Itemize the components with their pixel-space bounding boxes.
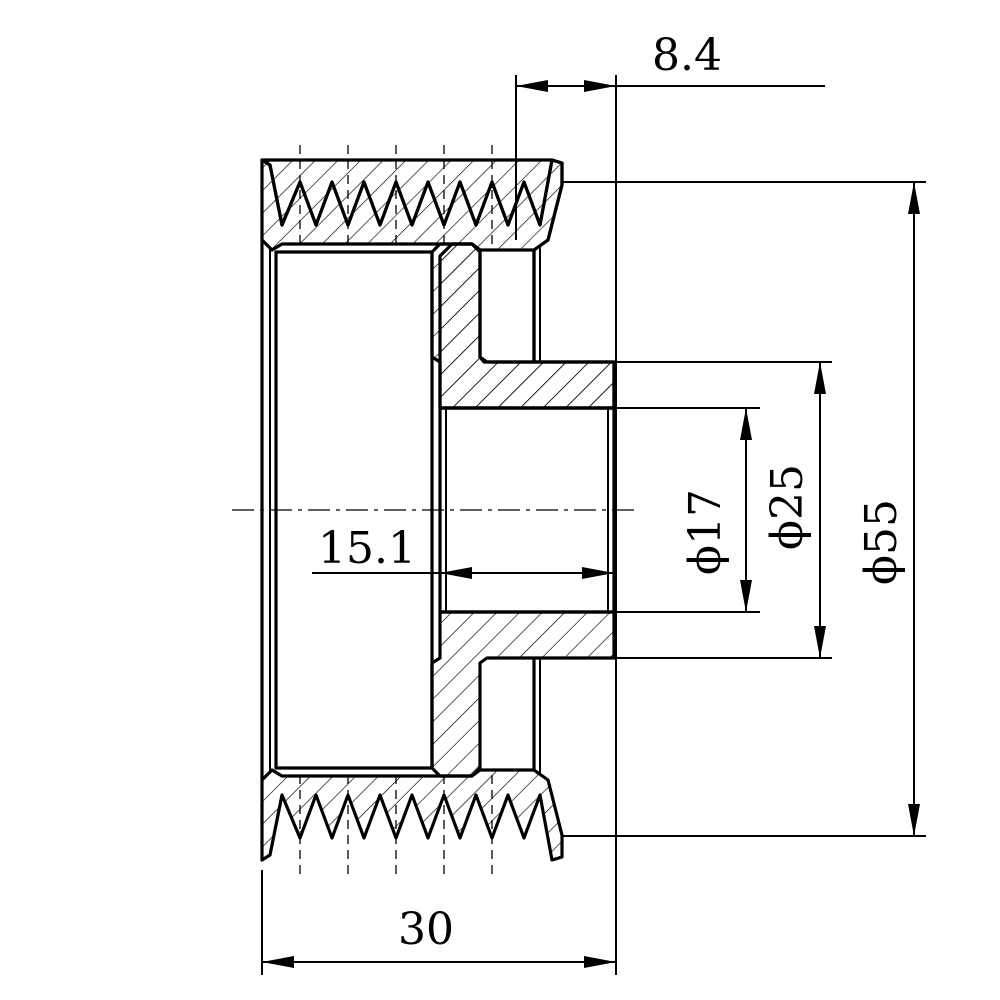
arrow-15-1-left [440,567,472,579]
bottom-rim-band [260,768,564,862]
arrow-30-left [262,956,294,968]
arrow-55-bottom [908,804,920,836]
dim-overall-width: 30 [398,904,454,955]
bore-outline [438,406,616,614]
dim-bore-length: 15.1 [318,523,416,574]
arrow-55-top [908,182,920,214]
arrow-8-4-right [584,80,616,92]
arrow-17-top [740,408,752,440]
arrow-30-right [584,956,616,968]
arrow-15-1-right [582,567,614,579]
arrow-25-bottom [814,626,826,658]
arrow-8-4-left [516,80,548,92]
bottom-web-hub [430,610,616,778]
groove-hidden-lines [299,145,493,875]
inner-cavity-outline [274,250,434,770]
top-web-hub [430,242,616,410]
dim-hub-diameter: ϕ25 [762,464,813,550]
dim-outer-diameter: ϕ55 [856,499,907,585]
arrow-17-bottom [740,580,752,612]
dim-bore-diameter: ϕ17 [680,489,731,575]
arrow-25-top [814,362,826,394]
dim-hub-offset: 8.4 [652,30,722,81]
